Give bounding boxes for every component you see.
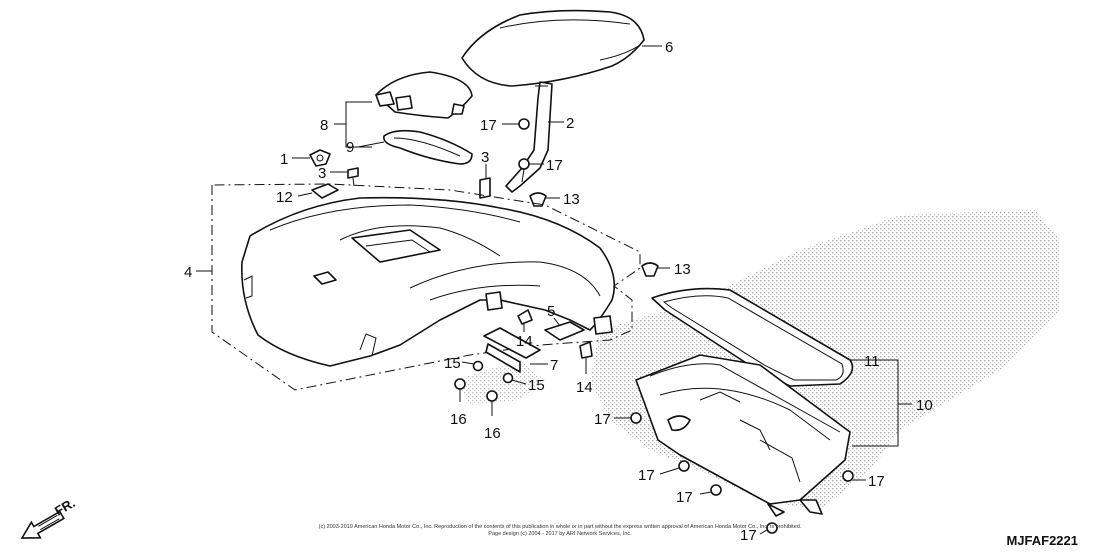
callout-14b[interactable]: 14 (576, 379, 593, 396)
callout-16b[interactable]: 16 (484, 425, 501, 442)
callout-8[interactable]: 8 (320, 117, 328, 134)
part-10-storage-box[interactable] (635, 354, 851, 517)
part-15-screw-b[interactable] (502, 372, 514, 384)
callout-15b[interactable]: 15 (528, 377, 545, 394)
part-17-bolt-box-a[interactable] (630, 412, 642, 424)
callout-17d[interactable]: 17 (638, 467, 655, 484)
callout-17c[interactable]: 17 (594, 411, 611, 428)
part-16-bolt-b[interactable] (486, 390, 498, 416)
assembly-outline-4 (211, 183, 641, 391)
part-17-bolt-box-b[interactable] (678, 460, 690, 472)
callout-11[interactable]: 11 (864, 353, 880, 370)
callout-17f[interactable]: 17 (868, 473, 885, 490)
callout-7[interactable]: 7 (550, 357, 558, 374)
callout-9[interactable]: 9 (346, 139, 354, 156)
callout-5[interactable]: 5 (547, 303, 555, 320)
part-17-bolt-box-e[interactable] (766, 522, 778, 534)
callout-2[interactable]: 2 (566, 115, 574, 132)
callout-3b[interactable]: 3 (481, 149, 489, 166)
part-1-clip[interactable] (309, 149, 331, 167)
callout-10[interactable]: 10 (916, 397, 933, 414)
part-3-screw-a[interactable] (347, 167, 359, 187)
callout-1[interactable]: 1 (280, 151, 288, 168)
callout-16a[interactable]: 16 (450, 411, 467, 428)
callout-13a[interactable]: 13 (563, 191, 580, 208)
part-8-lid[interactable] (375, 71, 473, 119)
callout-14a[interactable]: 14 (516, 333, 533, 350)
copyright-line-2: Page design (c) 2004 - 2017 by ARI Netwo… (488, 531, 632, 537)
callout-17e[interactable]: 17 (676, 489, 693, 506)
callout-17g[interactable]: 17 (740, 527, 757, 544)
part-17-bolt-box-d[interactable] (842, 470, 854, 482)
part-13-grommet-b[interactable] (641, 262, 659, 277)
callout-6[interactable]: 6 (665, 39, 673, 56)
part-5-pad[interactable] (544, 321, 585, 341)
part-4-rear-cowl[interactable] (241, 196, 616, 367)
part-12-pad[interactable] (311, 183, 339, 199)
callout-4[interactable]: 4 (184, 264, 192, 281)
part-17-bolt-top-a[interactable] (518, 118, 530, 130)
callout-12[interactable]: 12 (276, 189, 293, 206)
stipple-shading-small (455, 360, 545, 405)
front-direction-arrow-icon (20, 510, 65, 539)
part-6-seat-cover[interactable] (461, 9, 645, 87)
part-2-bracket[interactable] (505, 81, 553, 193)
diagram-code: MJFAF2221 (1006, 533, 1078, 548)
part-16-bolt-a[interactable] (454, 378, 466, 402)
part-7-bracket[interactable] (483, 327, 541, 373)
part-14-clip-b[interactable] (579, 341, 593, 359)
part-17-bolt-box-c[interactable] (710, 484, 722, 496)
part-15-screw-a[interactable] (472, 360, 484, 372)
callout-13b[interactable]: 13 (674, 261, 691, 278)
callout-15a[interactable]: 15 (444, 355, 461, 372)
part-14-clip-a[interactable] (517, 309, 533, 325)
part-9-gasket[interactable] (383, 129, 473, 165)
callout-17a[interactable]: 17 (480, 117, 497, 134)
copyright-line-1: (c) 2003-2019 American Honda Motor Co., … (319, 524, 802, 530)
callout-3a[interactable]: 3 (318, 165, 326, 182)
callout-17b[interactable]: 17 (546, 157, 563, 174)
part-3-screw-b[interactable] (479, 177, 491, 199)
